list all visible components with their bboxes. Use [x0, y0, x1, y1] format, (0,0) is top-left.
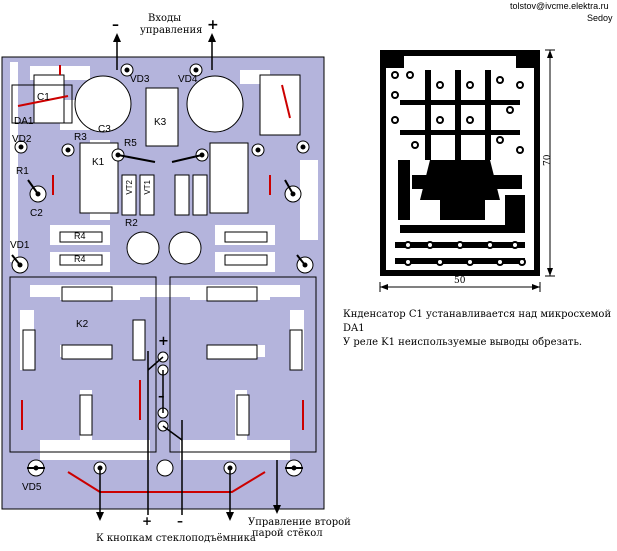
label-c1: C1 — [37, 92, 50, 103]
component-board — [1, 33, 325, 521]
note-line3: У реле K1 неиспользуемые выводы обрезать… — [343, 337, 583, 348]
label-vd4: VD4 — [178, 74, 198, 85]
label-vt2: VT2 — [125, 180, 134, 195]
label-c3: C3 — [98, 124, 111, 135]
inputs-label-line1: Входы — [148, 13, 182, 24]
note-line2: DA1 — [343, 323, 365, 334]
input-plus-sign: + — [207, 17, 219, 33]
label-r4-upper: R4 — [74, 231, 86, 241]
bottom-minus-sign: – — [177, 514, 183, 528]
label-r5: R5 — [124, 138, 137, 149]
dimension-height: 70 — [543, 154, 553, 166]
buttons-label: К кнопкам стеклоподъёмника — [96, 533, 256, 544]
label-r4-lower: R4 — [74, 254, 86, 264]
label-vd2: VD2 — [12, 134, 32, 145]
input-minus-sign: – — [112, 17, 119, 33]
label-r2: R2 — [125, 218, 138, 229]
label-k3: K3 — [154, 117, 167, 128]
board-plus-sign: + — [158, 334, 169, 349]
label-vd1: VD1 — [10, 240, 30, 251]
dimension-width: 50 — [454, 276, 466, 286]
bottom-plus-sign: + — [142, 514, 153, 528]
control-second-line2: парой стёкол — [252, 528, 323, 539]
label-r1: R1 — [16, 166, 29, 177]
note-line1: Кнденсатор C1 устанавливается над микрос… — [343, 309, 612, 320]
pcb-artwork — [379, 49, 555, 292]
label-k2: K2 — [76, 319, 89, 330]
label-da1: DA1 — [14, 116, 34, 127]
label-vd5: VD5 — [22, 482, 42, 493]
author-email: tolstov@ivcme.elektra.ru — [510, 1, 609, 11]
inputs-label-line2: управления — [140, 25, 203, 36]
label-r3: R3 — [74, 132, 87, 143]
label-vt1: VT1 — [143, 180, 152, 195]
label-k1: K1 — [92, 157, 105, 168]
label-vd3: VD3 — [130, 74, 150, 85]
author-name: Sedoy — [587, 13, 613, 23]
control-second-line1: Управление второй — [248, 517, 351, 528]
label-c2: C2 — [30, 208, 43, 219]
board-minus-sign: – — [158, 389, 165, 404]
